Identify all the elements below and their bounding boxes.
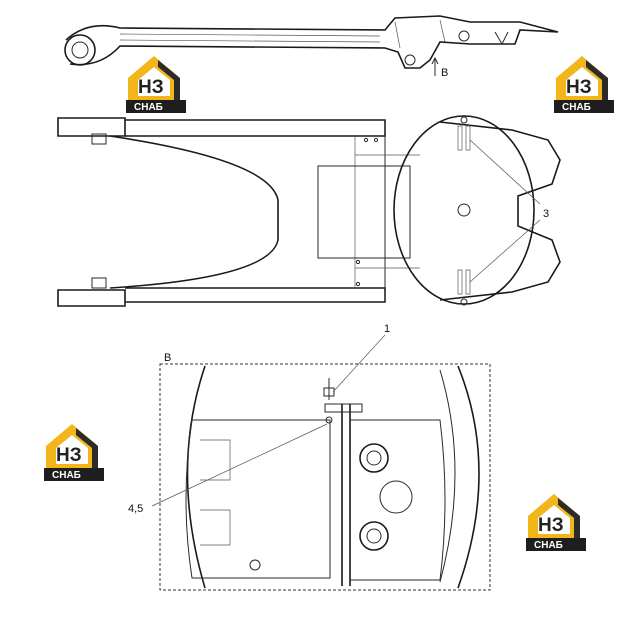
watermark-logo-bottom-left: НЗ СНАБ [44,424,104,481]
plan-view: 3 [57,115,561,307]
item-4-5-label: 4,5 [128,503,143,515]
logo-letters: НЗ [138,77,164,98]
side-view: B [64,15,559,79]
logo-caption: СНАБ [562,102,591,113]
watermark-logo-top-right: НЗ СНАБ [554,56,614,113]
watermark-logo-top-left: НЗ СНАБ [126,56,186,113]
logo-letters: НЗ [56,445,82,466]
view-b-title: B [164,352,171,364]
item-1-label: 1 [384,323,390,335]
detail-view-b: B 1 4,5 [128,323,491,591]
watermark-logo-bottom-right: НЗ СНАБ [526,494,586,551]
item-3-label: 3 [543,208,549,220]
view-b-arrow-label: B [441,67,448,79]
logo-caption: СНАБ [134,102,163,113]
logo-caption: СНАБ [534,540,563,551]
logo-letters: НЗ [566,77,592,98]
logo-letters: НЗ [538,515,564,536]
logo-caption: СНАБ [52,470,81,481]
